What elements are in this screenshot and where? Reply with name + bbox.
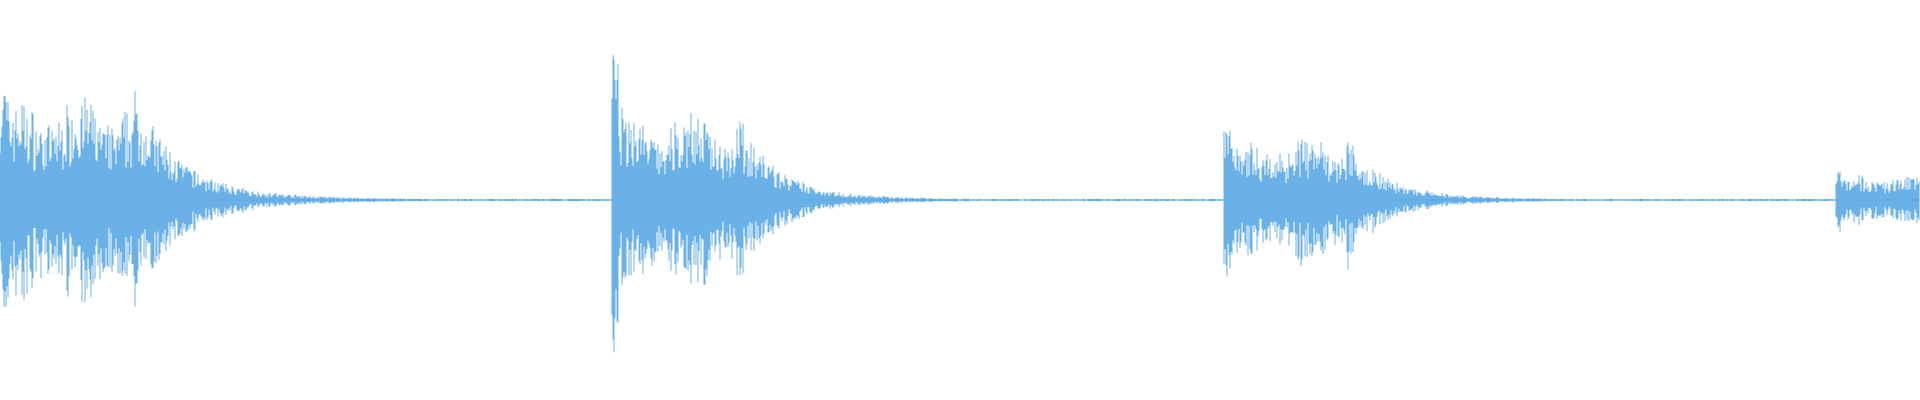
waveform-samples bbox=[0, 54, 1920, 353]
